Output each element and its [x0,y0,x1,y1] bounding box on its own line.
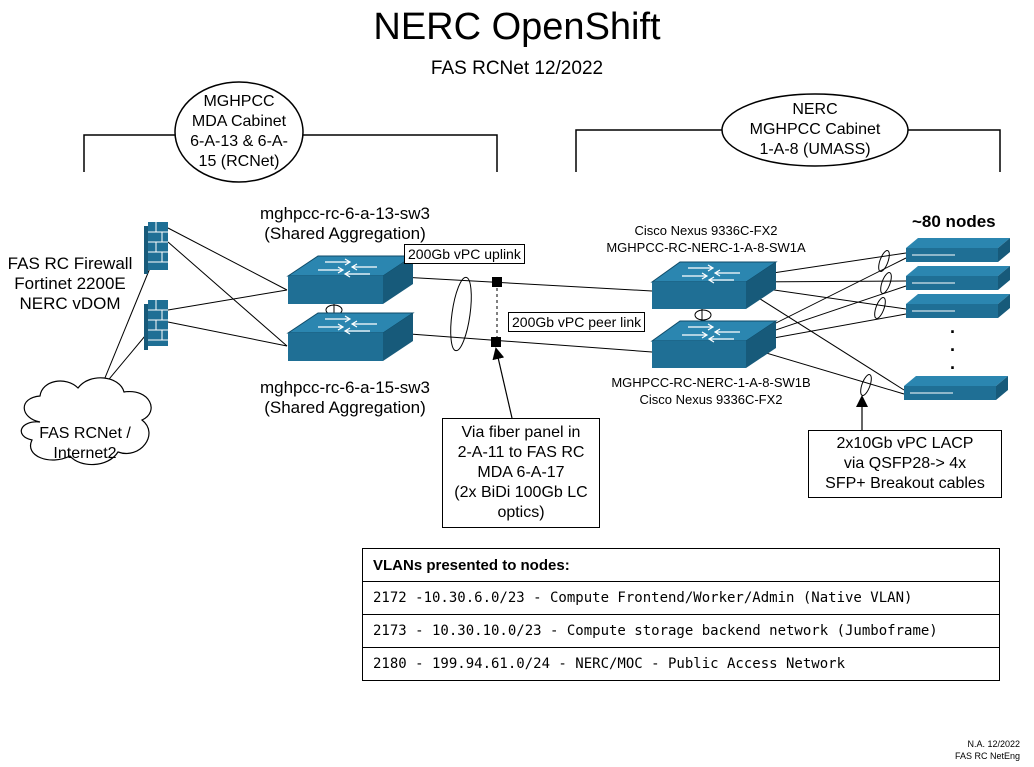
fiber-panel-marker-bottom [491,337,501,347]
peerlink-label: 200Gb vPC peer link [508,312,646,332]
diagram-subtitle: FAS RCNet 12/2022 [430,58,604,79]
fiber-panel-marker-top [492,277,502,287]
nexus-switch-icon [650,320,778,368]
firewall-label: FAS RC Firewall Fortinet 2200E NERC vDOM [7,254,133,313]
agg-switch-top-label: mghpcc-rc-6-a-13-sw3 (Shared Aggregation… [259,204,431,243]
left-site-label: MGHPCC MDA Cabinet 6-A-13 & 6-A- 15 (RCN… [190,93,288,170]
vlan-row: 2180 - 199.94.61.0/24 - NERC/MOC - Publi… [362,647,1000,681]
left-site-bracket [83,134,498,172]
fiber-note: Via fiber panel in 2-A-11 to FAS RC MDA … [442,418,600,528]
firewall-icon [144,300,168,350]
lacp-note: 2x10Gb vPC LACP via QSFP28-> 4x SFP+ Bre… [808,430,1002,498]
nexus-b-label: MGHPCC-RC-NERC-1-A-8-SW1B Cisco Nexus 93… [611,375,811,407]
server-icon [904,376,1008,400]
vlan-row: 2172 -10.30.6.0/23 - Compute Frontend/Wo… [362,581,1000,615]
nexus-a-label: Cisco Nexus 9336C-FX2 MGHPCC-RC-NERC-1-A… [606,223,806,255]
vlan-table-header: VLANs presented to nodes: [362,548,1000,582]
vpc-uplinks [382,275,653,353]
vlan-table: VLANs presented to nodes: 2172 -10.30.6.… [362,548,1000,681]
nexus-peer-ellipse [694,309,712,321]
firewall-switch-links [167,227,288,347]
nodes-ellipsis: ... [950,317,956,373]
firewall-icon [144,222,168,274]
lacp-ellipses [860,250,892,396]
cloud-icon [20,377,152,466]
server-icon [906,238,1010,262]
server-icon [906,266,1010,290]
agg-switch-bottom-label: mghpcc-rc-6-a-15-sw3 (Shared Aggregation… [259,378,431,417]
fiber-note-arrow [492,347,513,419]
switch-icon [286,312,415,361]
right-site-label: NERC MGHPCC Cabinet 1-A-8 (UMASS) [749,101,881,158]
diagram-title: NERC OpenShift [373,6,661,48]
author-footer: N.A. 12/2022 FAS RC NetEng [954,739,1020,761]
uplink-label: 200Gb vPC uplink [404,244,525,264]
switch-icon [286,255,415,304]
vlan-row: 2173 - 10.30.10.0/23 - Compute storage b… [362,614,1000,648]
right-site-bracket [575,129,1001,172]
nexus-switch-icon [650,261,778,309]
server-icon [906,294,1010,318]
right-site-ellipse [721,93,909,167]
nodes-count-label: ~80 nodes [912,212,996,231]
cloud-label: FAS RCNet / Internet2 [39,425,131,462]
uplink-bundle-ellipse [450,276,472,352]
left-site-ellipse [174,81,304,183]
